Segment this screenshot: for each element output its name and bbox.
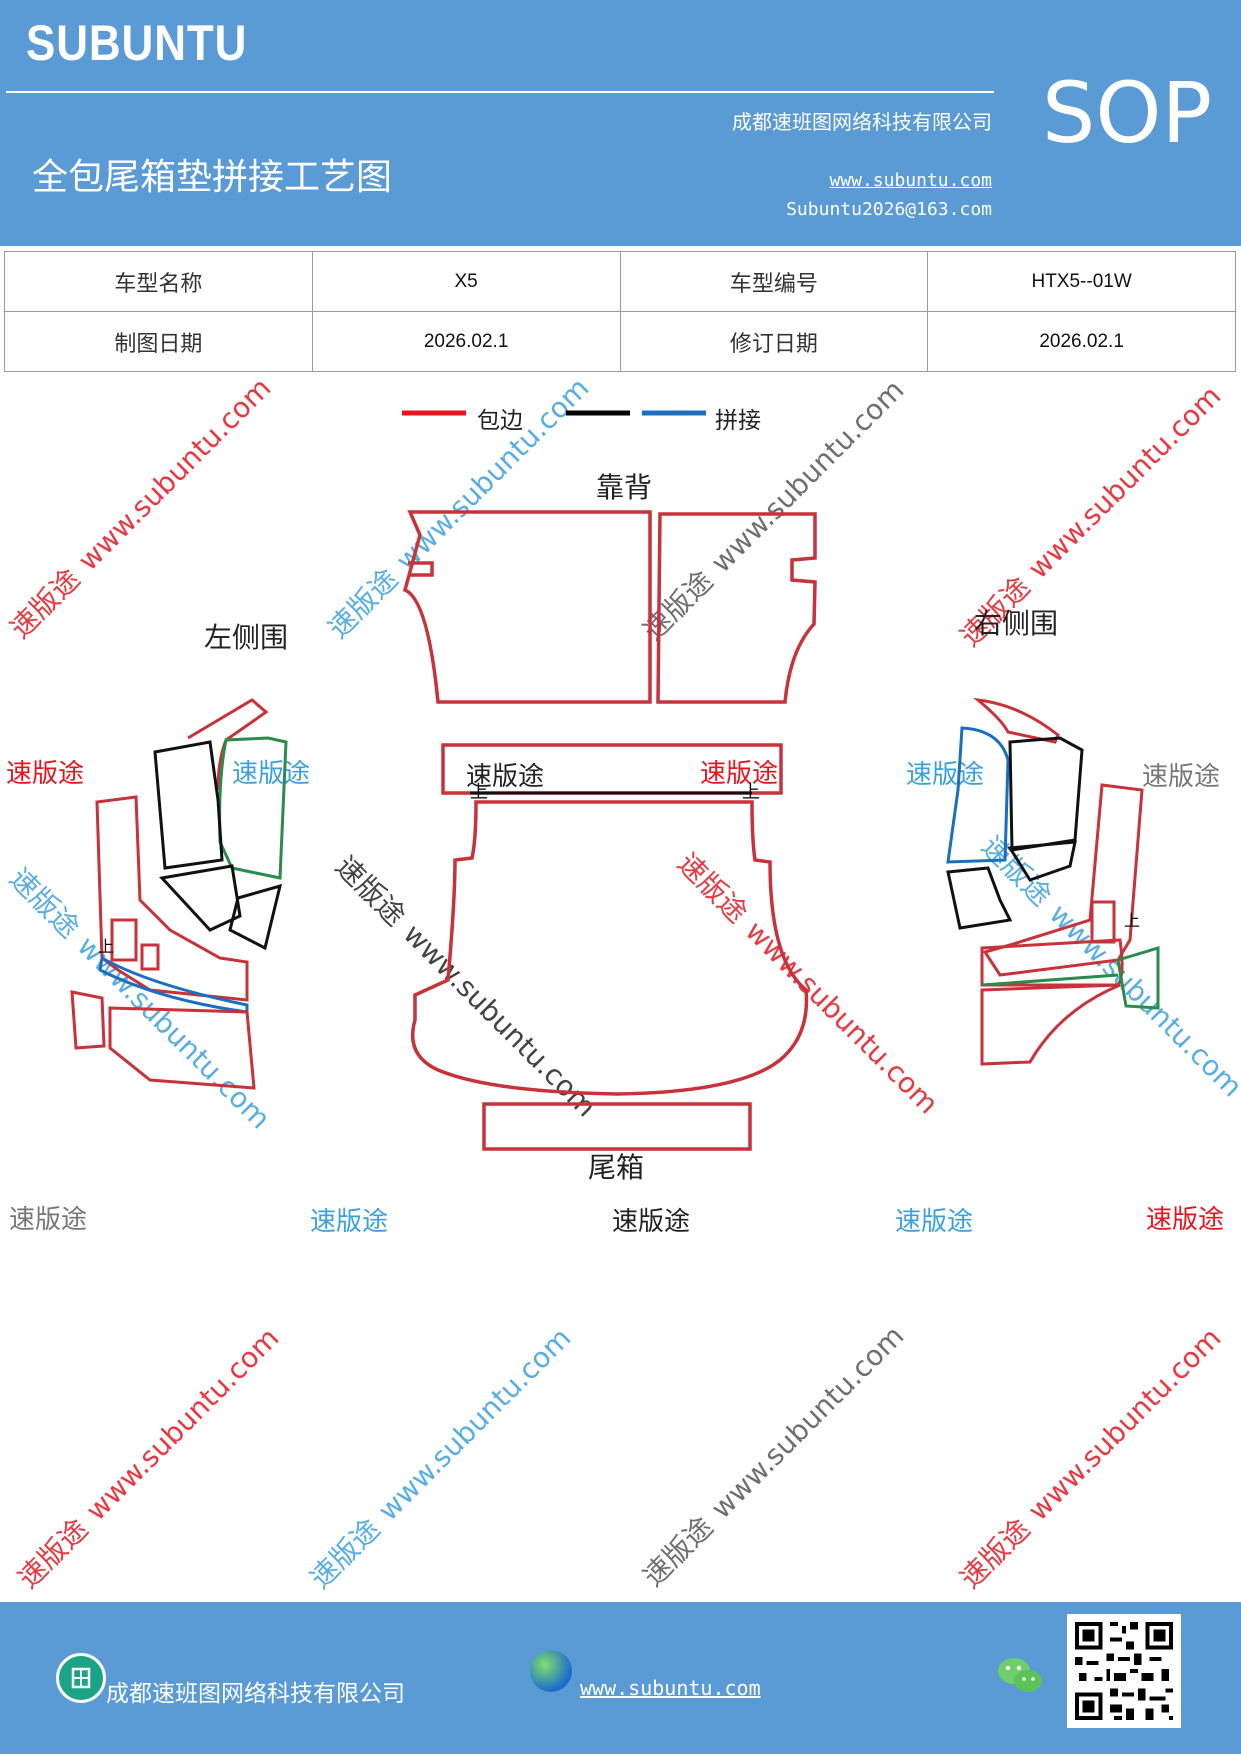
up-mark: 上 (742, 782, 760, 803)
legend-red-label: 包边 (477, 408, 523, 434)
watermark-brand: 速版途 (329, 850, 412, 933)
sop-badge: SOP (1042, 64, 1213, 162)
table-row: 制图日期 2026.02.1 修订日期 2026.02.1 (4, 311, 1236, 372)
right-side-label: 右侧围 (974, 607, 1058, 640)
watermark-brand: 速版途 (4, 562, 87, 645)
watermark-url: www.subuntu.com (704, 1319, 910, 1525)
watermark-brand: 速版途 (637, 1510, 720, 1593)
brand-stamp: 速版途 (466, 762, 544, 792)
watermark-brand: 速版途 (954, 1512, 1037, 1595)
table-cell: 修订日期 (619, 311, 929, 372)
qr-code (1067, 1614, 1181, 1728)
right-top-piece (973, 697, 1060, 744)
watermark-brand: 速版途 (671, 847, 754, 930)
website-link[interactable]: www.subuntu.com (829, 170, 992, 191)
table-cell: 车型编号 (619, 251, 929, 312)
watermark-url: www.subuntu.com (1021, 379, 1227, 585)
footer-banner: 成都速班图网络科技有限公司 www.subuntu.com (0, 1602, 1241, 1754)
email-address: Subuntu2026@163.com (786, 199, 992, 220)
brand-stamp: 速版途 (6, 759, 84, 789)
header-banner: SUBUNTU SOP 成都速班图网络科技有限公司 全包尾箱垫拼接工艺图 www… (0, 0, 1241, 246)
legend-blue-label: 拼接 (715, 408, 761, 434)
left-bottom-piece-2 (108, 1006, 256, 1090)
table-cell: X5 (311, 251, 621, 312)
watermark-url: www.subuntu.com (71, 371, 277, 577)
right-green-piece (1116, 945, 1160, 1010)
brand-stamp: 速版途 (700, 759, 778, 789)
wechat-icon (996, 1654, 1044, 1702)
globe-icon (530, 1650, 572, 1692)
left-bottom-piece-1 (70, 990, 106, 1050)
legend: 包边 拼接 (402, 408, 761, 434)
table-cell: 2026.02.1 (311, 311, 621, 372)
info-table: 车型名称 X5 车型编号 HTX5--01W 制图日期 2026.02.1 修订… (4, 251, 1236, 372)
brand-stamp: 速版途 (310, 1207, 388, 1237)
left-black-piece-3 (228, 883, 283, 951)
footer-company: 成都速班图网络科技有限公司 (106, 1681, 405, 1707)
watermark-brand: 速版途 (322, 562, 405, 645)
footer-website-link[interactable]: www.subuntu.com (580, 1676, 761, 1700)
watermark-brand: 速版途 (975, 830, 1058, 913)
table-cell: 车型名称 (4, 251, 313, 312)
watermark-brand: 速版途 (3, 862, 86, 945)
company-name: 成都速班图网络科技有限公司 (732, 110, 992, 134)
watermark-url: www.subuntu.com (1021, 1321, 1227, 1527)
watermark-url: www.subuntu.com (1043, 897, 1241, 1103)
watermark-url: www.subuntu.com (79, 1321, 285, 1527)
up-mark: 上 (470, 782, 488, 803)
watermark-brand: 速版途 (12, 1512, 95, 1595)
right-green-seam (981, 973, 1119, 987)
left-side-pieces: 上 (70, 698, 288, 1090)
brand-stamp: 速版途 (612, 1207, 690, 1237)
up-mark: 上 (98, 937, 114, 956)
watermark-url: www.subuntu.com (371, 1321, 577, 1527)
watermark-brand: 速版途 (304, 1512, 387, 1595)
page-title: 全包尾箱垫拼接工艺图 (32, 157, 393, 198)
trunk-main-piece (410, 800, 809, 1096)
watermark-url: www.subuntu.com (739, 914, 945, 1120)
right-bottom-piece (980, 983, 1121, 1066)
trunk-floor-pieces: 上 上 (410, 743, 809, 1151)
trunk-label: 尾箱 (588, 1151, 644, 1184)
brand-stamp: 速版途 (1142, 762, 1220, 792)
up-mark: 上 (1124, 911, 1140, 930)
header-divider (6, 91, 994, 93)
left-top-piece (187, 698, 269, 791)
left-side-label: 左侧围 (204, 621, 288, 654)
company-icon (56, 1653, 106, 1703)
brand-logo: SUBUNTU (26, 15, 248, 71)
trunk-bottom-strip (482, 1102, 752, 1151)
brand-stamp: 速版途 (232, 759, 310, 789)
backrest-label: 靠背 (596, 471, 652, 504)
left-small-rect-1 (110, 918, 138, 962)
brand-stamp: 速版途 (1146, 1205, 1224, 1235)
table-cell: 2026.02.1 (927, 311, 1236, 372)
backrest-notch (408, 561, 434, 577)
left-black-piece-2 (159, 864, 242, 932)
right-side-pieces: 上 (946, 697, 1160, 1066)
watermark-url: www.subuntu.com (389, 371, 595, 577)
right-black-piece-1 (1008, 736, 1084, 852)
backrest-left-piece (402, 510, 652, 704)
table-cell: 制图日期 (4, 311, 313, 372)
right-black-piece-2 (1007, 840, 1077, 882)
backrest-pieces (402, 510, 817, 704)
brand-stamps: 速版途 速版途 速版途 速版途 速版途 速版途 速版途 速版途 速版途 速版途 … (6, 759, 1224, 1237)
brand-stamp: 速版途 (9, 1205, 87, 1235)
brand-stamp: 速版途 (895, 1207, 973, 1237)
watermark-url: www.subuntu.com (704, 373, 910, 579)
right-blue-piece (946, 726, 1010, 864)
right-outer-piece (982, 783, 1144, 977)
brand-stamp: 速版途 (906, 760, 984, 790)
table-cell: HTX5--01W (927, 251, 1236, 312)
table-row: 车型名称 X5 车型编号 HTX5--01W (4, 251, 1236, 312)
right-black-piece-3 (946, 866, 1013, 930)
backrest-right-piece (656, 512, 817, 704)
left-small-rect-2 (140, 943, 160, 971)
left-black-piece-1 (153, 740, 224, 870)
left-outer-piece (95, 795, 249, 1002)
